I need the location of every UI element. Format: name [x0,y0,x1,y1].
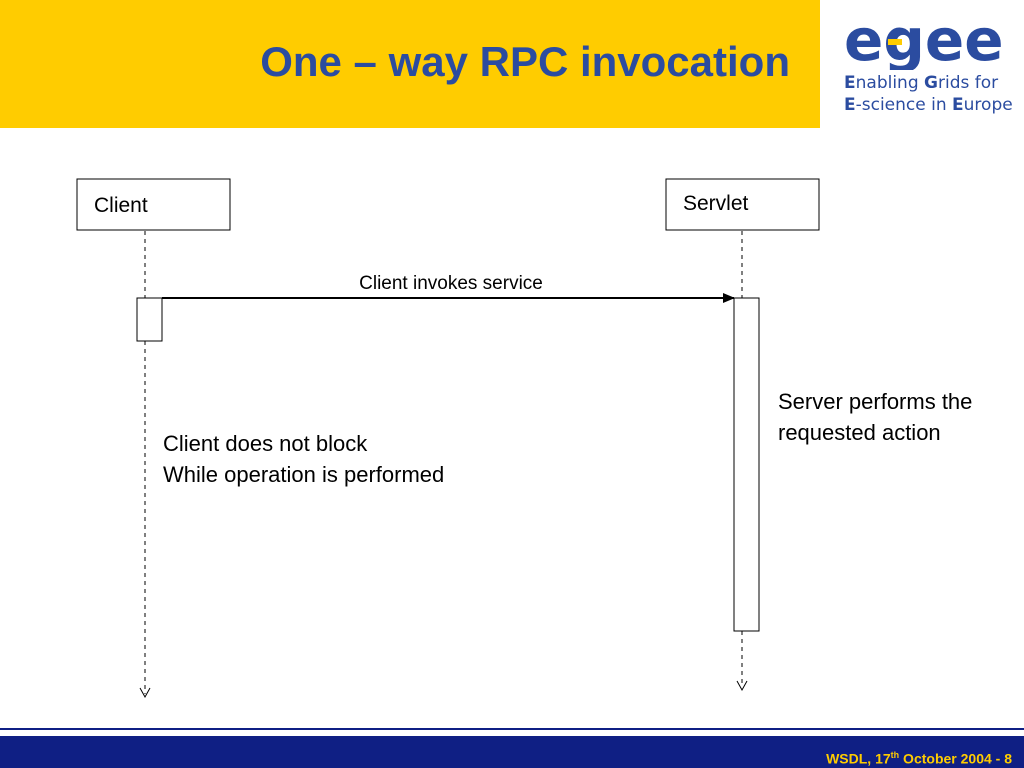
egee-logo: egee Enabling Grids for E-science in Eur… [820,0,1024,128]
servlet-lifeline-end-arrow [736,680,748,692]
logo-tagline-line-2: E-science in Europe [844,95,1013,115]
logo-tagline-line-1: Enabling Grids for [844,73,999,93]
egee-logo-icon: egee [844,14,1004,70]
server-note-line-2: requested action [778,420,941,445]
participant-client-label: Client [94,194,148,217]
participant-client-box [76,178,231,231]
sequence-diagram: Client Servlet Client invokes service [76,178,820,699]
servlet-activation-box [733,297,760,632]
client-activation-box [136,297,163,342]
server-note: Server performs the requested action [778,386,972,448]
server-note-line-1: Server performs the [778,389,973,414]
footer-bar: WSDL, 17th October 2004 - 8 [0,733,1024,768]
header-band [0,0,820,128]
client-note-line-1: Client does not block [163,431,368,456]
footer-text: WSDL, 17th October 2004 - 8 [826,750,1012,767]
participant-servlet-box [665,178,820,231]
participant-servlet-label: Servlet [683,192,749,215]
logo-wordmark-text: egee [844,14,1004,70]
logo-accent-mark [888,39,902,45]
invoke-message-label: Client invokes service [359,273,543,294]
slide-title: One – way RPC invocation [260,38,790,85]
client-lifeline-end-arrow [139,687,151,699]
client-note: Client does not block While operation is… [163,428,444,490]
footer-rule [0,728,1024,730]
client-note-line-2: While operation is performed [163,462,445,487]
logo-tagline: Enabling Grids for E-science in Europe [844,72,1024,116]
